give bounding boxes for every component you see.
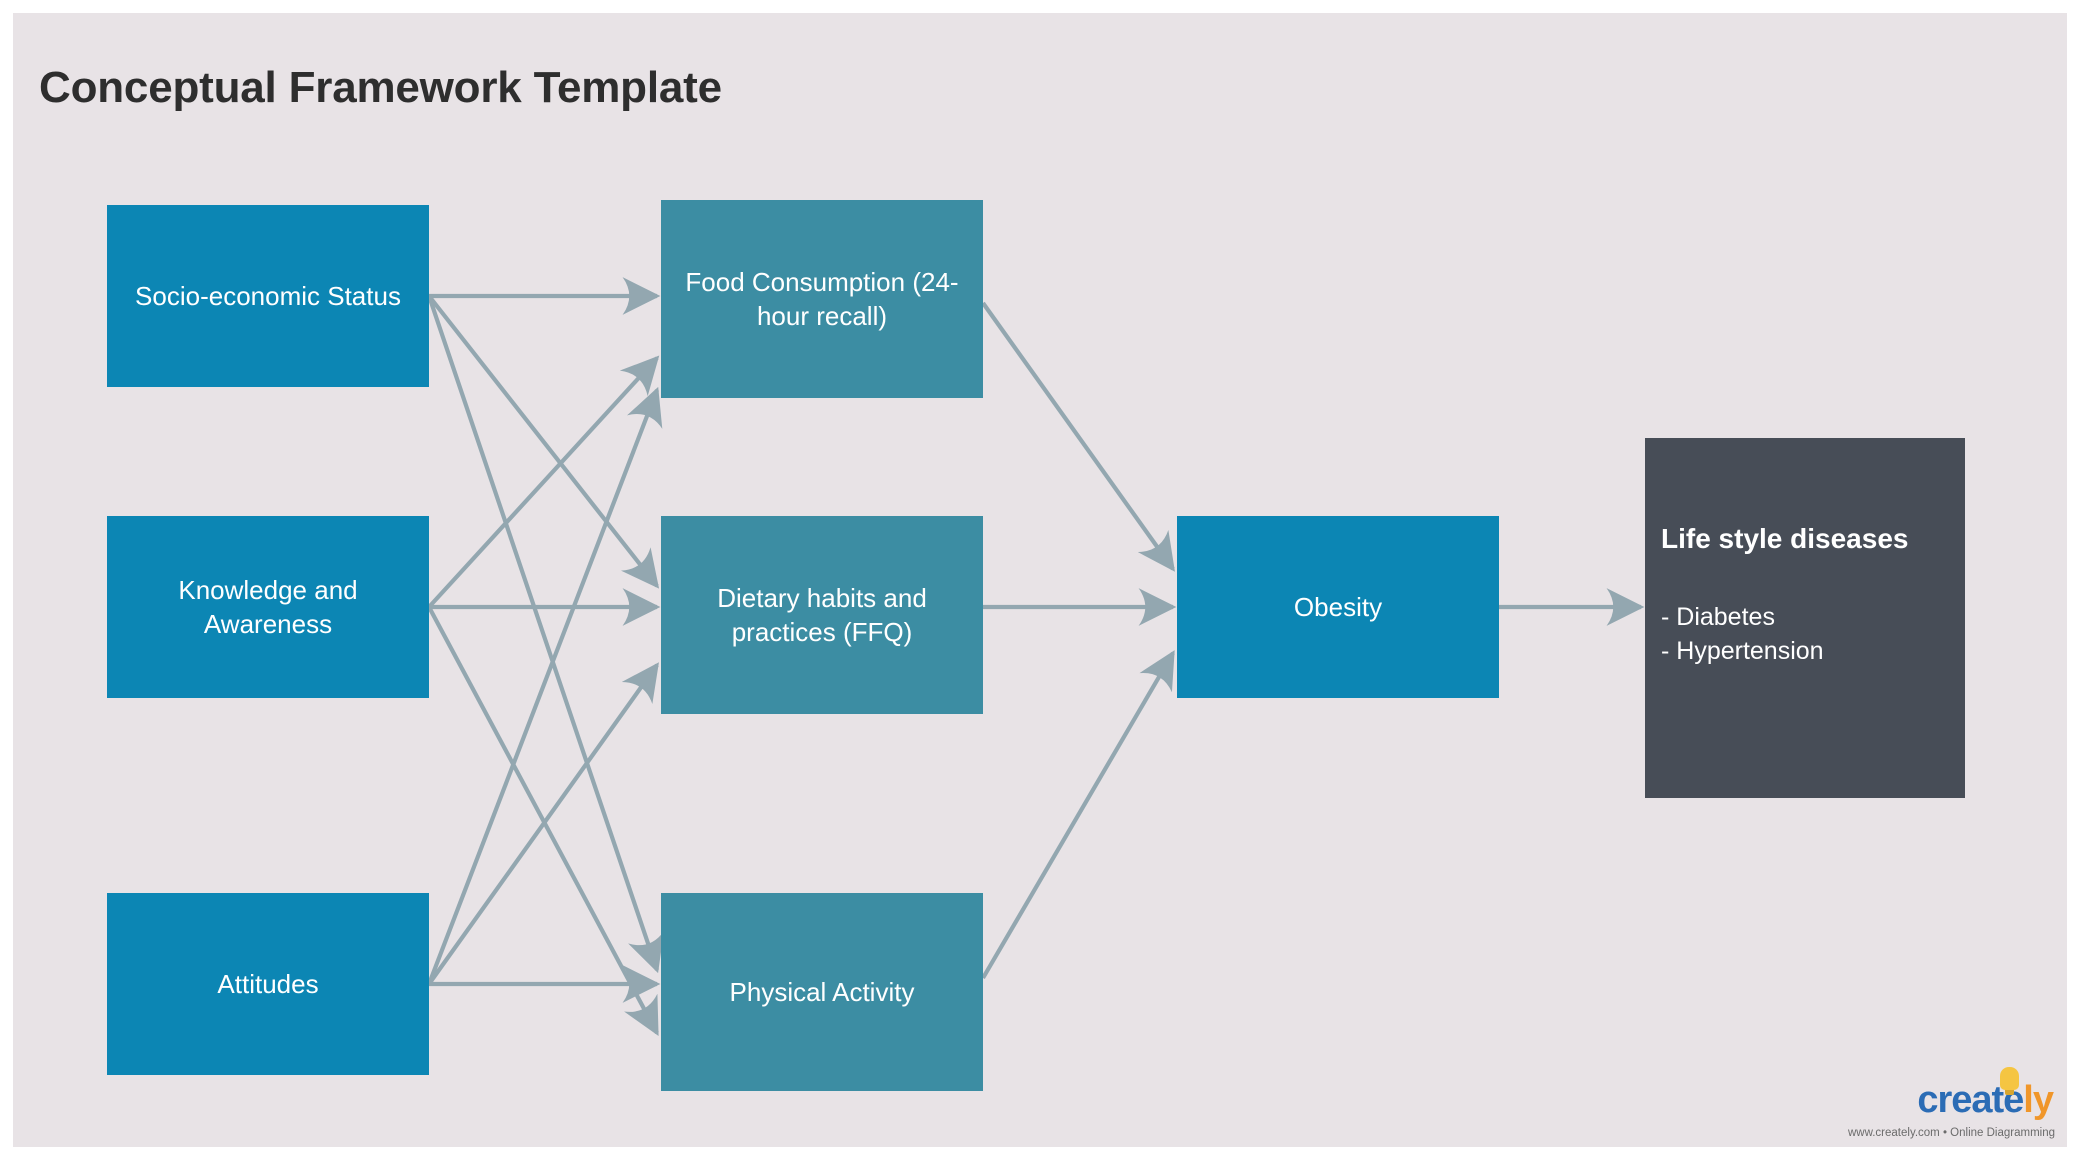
node-attitudes[interactable]: Attitudes [107, 893, 429, 1075]
edge-attitudes-to-dietary [427, 662, 659, 986]
node-label: Attitudes [217, 968, 319, 999]
node-label: Socio-economic Status [135, 280, 401, 311]
outcome-content: Life style diseases - Diabetes - Hyperte… [1661, 522, 1951, 668]
lightbulb-icon [2000, 1067, 2019, 1095]
edge-ses-to-physical [427, 295, 664, 974]
node-label: Physical Activity [729, 976, 915, 1007]
node-label: Food Consumption (24-hour recall) [685, 266, 959, 331]
node-label: Obesity [1293, 591, 1383, 622]
outcome-item-hypertension: - Hypertension [1661, 636, 1824, 665]
edge-attitudes-to-food [427, 386, 663, 985]
node-dietary-habits[interactable]: Dietary habits and practices (FFQ) [661, 516, 983, 714]
node-socio-economic-status[interactable]: Socio-economic Status [107, 205, 429, 387]
creately-tagline: www.creately.com • Online Diagramming [1847, 1127, 2055, 1139]
edge-knowledge-to-physical [427, 606, 659, 1036]
node-food-consumption[interactable]: Food Consumption (24-hour recall) [661, 200, 983, 398]
diagram-canvas[interactable]: Conceptual Framework Template [13, 13, 2067, 1147]
node-physical-activity[interactable]: Physical Activity [661, 893, 983, 1091]
creately-watermark: creately www.creately.com • Online Diagr… [1829, 1067, 2059, 1141]
edge-ses-to-dietary [427, 294, 660, 589]
node-label: Dietary habits and practices (FFQ) [717, 582, 927, 647]
connector-layer [427, 277, 1645, 1036]
edge-physical-to-obesity [981, 650, 1175, 980]
node-life-style-diseases[interactable]: Life style diseases - Diabetes - Hyperte… [1645, 438, 1965, 798]
edge-knowledge-to-food [427, 355, 660, 609]
edge-food-to-obesity [981, 301, 1175, 572]
node-knowledge-and-awareness[interactable]: Knowledge and Awareness [107, 516, 429, 698]
node-obesity[interactable]: Obesity [1177, 516, 1499, 698]
page-title: Conceptual Framework Template [39, 63, 722, 112]
node-label: Knowledge and Awareness [178, 574, 358, 639]
creately-logo: creately [1917, 1067, 2054, 1121]
outcome-item-diabetes: - Diabetes [1661, 602, 1775, 631]
outcome-title: Life style diseases [1661, 523, 1909, 554]
creately-logo-part2: ly [2023, 1079, 2054, 1121]
